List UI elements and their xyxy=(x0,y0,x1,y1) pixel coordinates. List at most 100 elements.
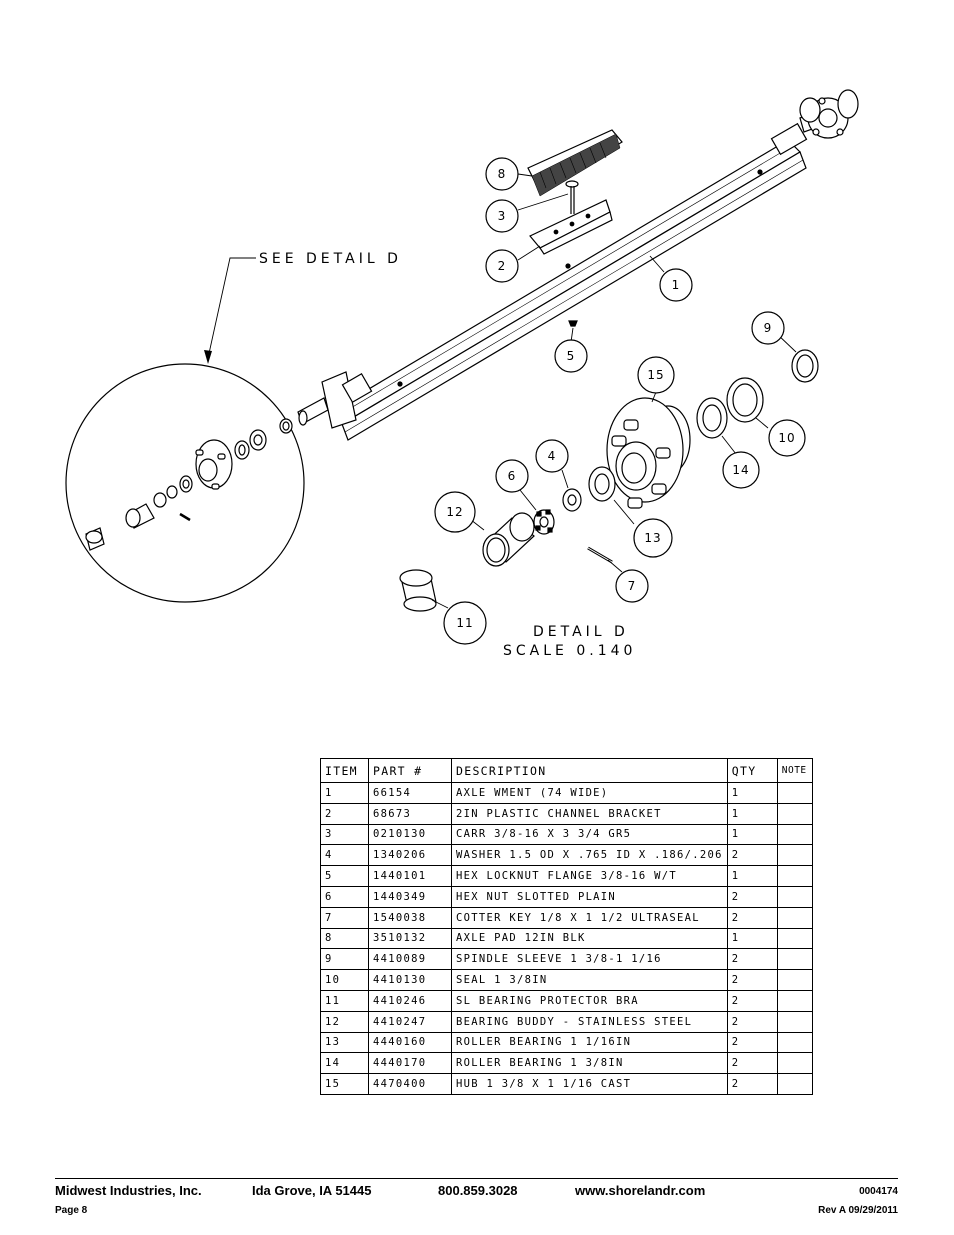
spindle-sleeve xyxy=(791,349,819,383)
cell-note xyxy=(776,865,813,887)
cell-qty: 1 xyxy=(726,865,778,887)
cell-note xyxy=(776,844,813,867)
footer-website: www.shorelandr.com xyxy=(575,1183,706,1198)
callout-4: 4 xyxy=(535,439,569,473)
footer-page: Page 8 xyxy=(55,1205,88,1216)
cell-qty: 2 xyxy=(726,1031,778,1054)
cell-part-number: 4410089 xyxy=(368,948,452,971)
table-header-row: ITEM PART # DESCRIPTION QTY NOTE xyxy=(320,758,813,783)
cell-description: AXLE WMENT (74 WIDE) xyxy=(451,782,728,804)
cell-note xyxy=(776,802,813,825)
bearing-buddy xyxy=(482,512,535,567)
svg-text:4: 4 xyxy=(548,449,557,463)
cell-part-number: 0210130 xyxy=(368,823,452,846)
cell-description: SEAL 1 3/8IN xyxy=(451,969,728,991)
cell-note xyxy=(776,948,813,971)
cell-item: 15 xyxy=(320,1073,369,1095)
cell-description: COTTER KEY 1/8 X 1 1/2 ULTRASEAL xyxy=(451,906,728,929)
col-header-part: PART # xyxy=(368,758,452,783)
cell-description: ROLLER BEARING 1 3/8IN xyxy=(451,1052,728,1075)
bearing-13 xyxy=(588,466,616,502)
callout-11: 11 xyxy=(443,601,487,645)
callout-balloons: 8 3 2 1 5 9 15 10 14 4 6 12 13 7 11 xyxy=(434,157,806,645)
cell-part-number: 66154 xyxy=(368,782,452,804)
callout-12: 12 xyxy=(434,491,476,533)
cell-item: 10 xyxy=(320,969,369,991)
footer-revision: Rev A 09/29/2011 xyxy=(818,1205,898,1216)
cell-note xyxy=(776,1052,813,1075)
cell-note xyxy=(776,969,813,991)
cell-qty: 2 xyxy=(726,844,778,867)
cell-part-number: 4410247 xyxy=(368,1010,452,1033)
cell-description: HUB 1 3/8 X 1 1/16 CAST xyxy=(451,1073,728,1095)
cell-qty: 2 xyxy=(726,1052,778,1075)
cell-item: 4 xyxy=(320,844,369,867)
col-header-item: ITEM xyxy=(320,758,369,783)
cell-part-number: 4410130 xyxy=(368,969,452,991)
col-header-qty: QTY xyxy=(726,758,778,783)
cell-qty: 1 xyxy=(726,802,778,825)
cell-note xyxy=(776,927,813,950)
cell-item: 1 xyxy=(320,782,369,804)
locknut xyxy=(568,320,578,327)
seal-10 xyxy=(726,377,764,423)
bearing-14 xyxy=(696,397,728,439)
callout-13: 13 xyxy=(633,518,673,558)
cell-part-number: 1440101 xyxy=(368,865,452,887)
cell-qty: 2 xyxy=(726,1073,778,1095)
cell-qty: 2 xyxy=(726,1010,778,1033)
svg-text:10: 10 xyxy=(778,431,795,445)
cell-qty: 2 xyxy=(726,906,778,929)
channel-bracket xyxy=(529,199,613,255)
axle-pad xyxy=(527,129,623,197)
svg-text:12: 12 xyxy=(446,505,463,519)
cell-part-number: 1540038 xyxy=(368,906,452,929)
washer xyxy=(562,488,582,512)
cell-qty: 1 xyxy=(726,927,778,950)
callout-14: 14 xyxy=(722,451,760,489)
cell-item: 12 xyxy=(320,1010,369,1033)
cell-description: SL BEARING PROTECTOR BRA xyxy=(451,989,728,1012)
detail-circle xyxy=(65,363,305,603)
svg-text:13: 13 xyxy=(644,531,661,545)
cell-description: ROLLER BEARING 1 1/16IN xyxy=(451,1031,728,1054)
cell-item: 3 xyxy=(320,823,369,846)
col-header-note: NOTE xyxy=(776,758,813,783)
svg-text:11: 11 xyxy=(456,616,473,630)
cell-description: SPINDLE SLEEVE 1 3/8-1 1/16 xyxy=(451,948,728,971)
col-header-description: DESCRIPTION xyxy=(451,758,728,783)
cell-item: 11 xyxy=(320,989,369,1012)
svg-text:1: 1 xyxy=(672,278,681,292)
callout-9: 9 xyxy=(751,311,785,345)
cell-note xyxy=(776,1010,813,1033)
cotter-key xyxy=(587,546,613,564)
svg-text:7: 7 xyxy=(628,579,637,593)
cell-part-number: 4410246 xyxy=(368,989,452,1012)
callout-8: 8 xyxy=(485,157,519,191)
footer-doc-number: 0004174 xyxy=(859,1186,898,1197)
callout-2: 2 xyxy=(485,249,519,283)
carriage-bolt xyxy=(565,180,579,214)
cell-description: BEARING BUDDY - STAINLESS STEEL xyxy=(451,1010,728,1033)
detail-scale: SCALE 0.140 xyxy=(503,643,636,659)
footer-phone: 800.859.3028 xyxy=(438,1183,518,1198)
svg-text:6: 6 xyxy=(508,469,517,483)
svg-text:5: 5 xyxy=(567,349,576,363)
callout-3: 3 xyxy=(485,199,519,233)
cell-description: CARR 3/8-16 X 3 3/4 GR5 xyxy=(451,823,728,846)
hub xyxy=(606,397,691,509)
cell-description: WASHER 1.5 OD X .765 ID X .186/.206 xyxy=(451,844,728,867)
cell-note xyxy=(776,782,813,804)
exploded-axle-drawing: 8 3 2 1 5 9 15 10 14 4 6 12 13 7 11 SEE … xyxy=(65,89,859,659)
svg-text:9: 9 xyxy=(764,321,773,335)
